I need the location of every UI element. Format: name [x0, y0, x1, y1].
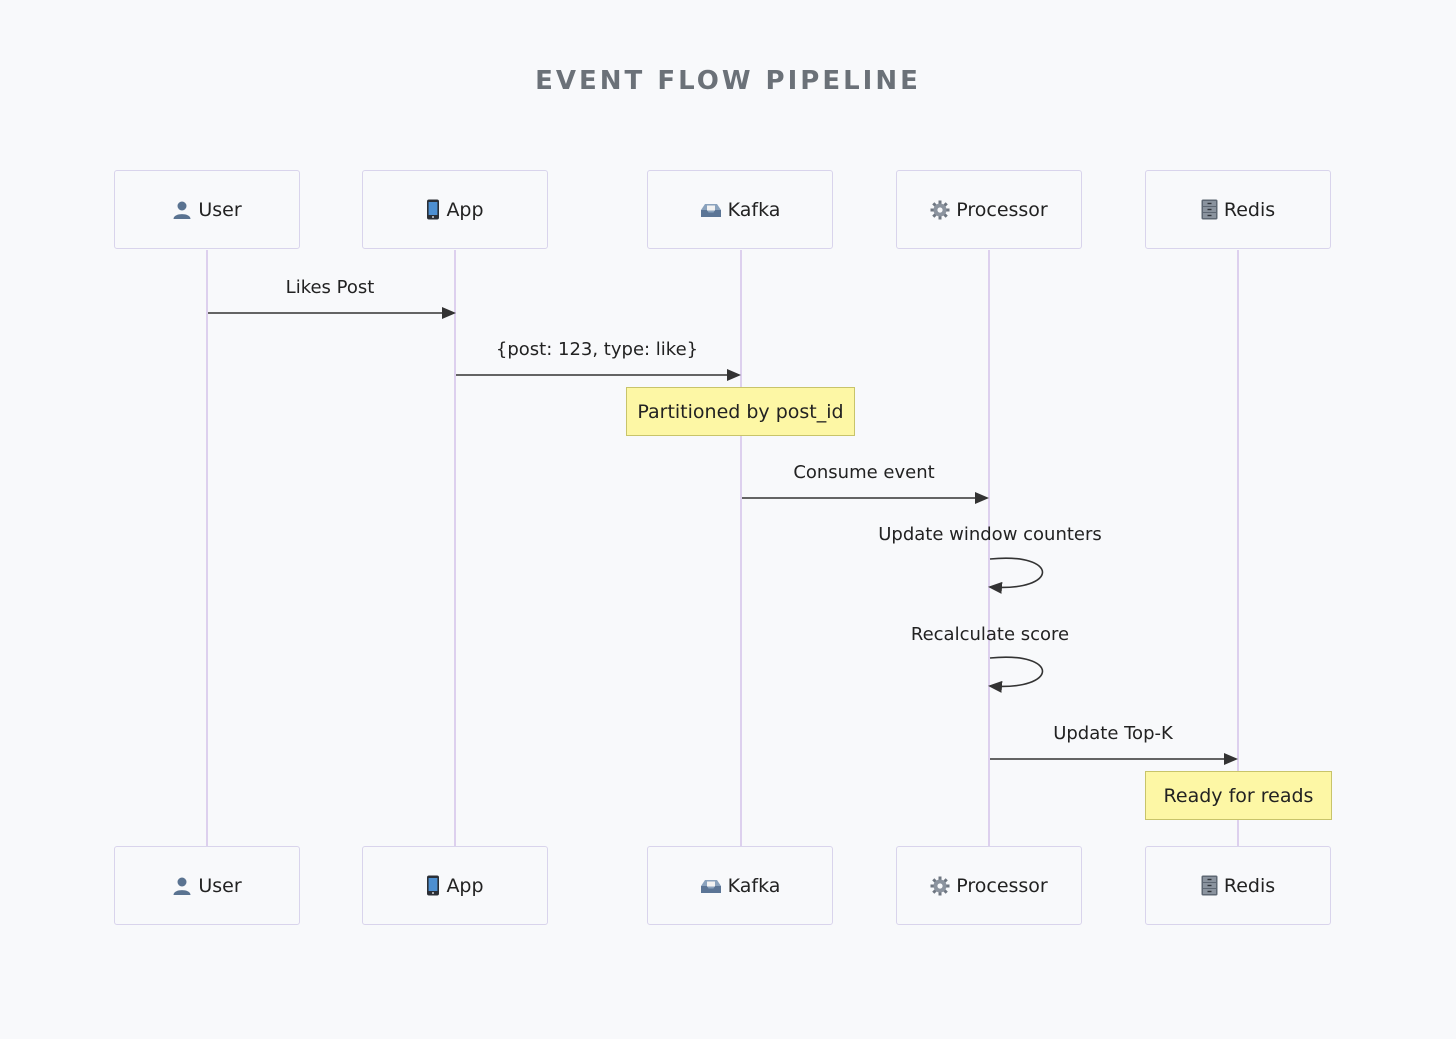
phone-icon	[426, 875, 440, 896]
actor-label: App	[446, 198, 484, 221]
actor-label: Processor	[956, 198, 1048, 221]
actor-label: User	[198, 874, 242, 897]
lifeline-app	[454, 250, 456, 846]
user-icon	[172, 876, 192, 896]
cabinet-icon	[1201, 199, 1218, 220]
actor-kafka-top: Kafka	[647, 170, 833, 249]
actor-processor-bottom: Processor	[896, 846, 1082, 925]
lifeline-kafka	[740, 250, 742, 846]
note-partitioned: Partitioned by post_id	[626, 387, 855, 436]
gear-icon	[930, 876, 950, 896]
diagram-title: EVENT FLOW PIPELINE	[535, 66, 921, 96]
message-label-recalculate: Recalculate score	[910, 624, 1070, 645]
inbox-tray-icon	[700, 877, 722, 895]
actor-label: Kafka	[727, 874, 781, 897]
inbox-tray-icon	[700, 201, 722, 219]
actor-label: App	[446, 874, 484, 897]
actor-kafka-bottom: Kafka	[647, 846, 833, 925]
phone-icon	[426, 199, 440, 220]
actor-user-top: User	[114, 170, 300, 249]
actor-label: Kafka	[727, 198, 781, 221]
note-ready-for-reads: Ready for reads	[1145, 771, 1332, 820]
gear-icon	[930, 200, 950, 220]
actor-processor-top: Processor	[896, 170, 1082, 249]
actor-label: Redis	[1223, 874, 1276, 897]
actor-label: Redis	[1223, 198, 1276, 221]
actor-redis-top: Redis	[1145, 170, 1331, 249]
message-label-post-payload: {post: 123, type: like}	[495, 339, 699, 360]
lifeline-user	[206, 250, 208, 846]
actor-user-bottom: User	[114, 846, 300, 925]
actor-redis-bottom: Redis	[1145, 846, 1331, 925]
message-label-consume-event: Consume event	[793, 462, 935, 483]
cabinet-icon	[1201, 875, 1218, 896]
message-label-update-counters: Update window counters	[878, 524, 1102, 545]
actor-app-bottom: App	[362, 846, 548, 925]
user-icon	[172, 200, 192, 220]
lifeline-processor	[988, 250, 990, 846]
self-arrow-recalculate	[988, 656, 1044, 693]
actor-label: User	[198, 198, 242, 221]
message-label-likes-post: Likes Post	[285, 277, 375, 298]
message-label-update-topk: Update Top-K	[1053, 723, 1173, 744]
actor-app-top: App	[362, 170, 548, 249]
actor-label: Processor	[956, 874, 1048, 897]
self-arrow-update-counters	[988, 557, 1044, 594]
lifeline-redis	[1237, 250, 1239, 846]
